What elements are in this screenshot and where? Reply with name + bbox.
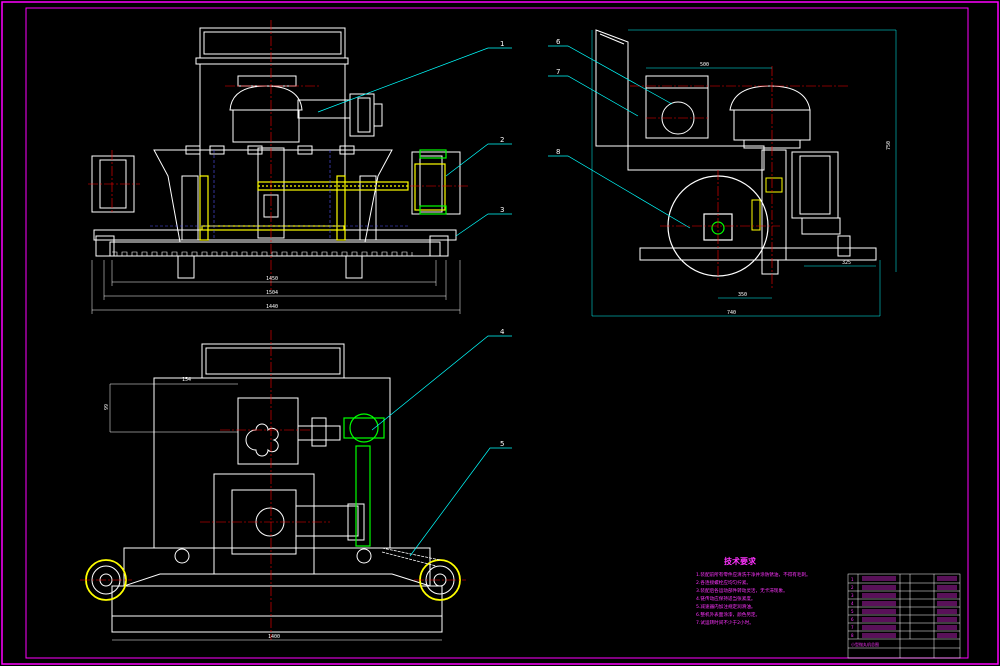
note-line-3: 3.装配后各运动部件转动灵活，无卡滞现象。 [696, 587, 788, 594]
plan-center-lines [80, 330, 466, 640]
note-line-2: 2.各连接螺栓应均匀拧紧。 [696, 579, 751, 586]
dim-plan-side: 99 [104, 404, 110, 410]
callout-7: 7 [556, 68, 560, 76]
dim-plan-top: 154 [182, 377, 191, 383]
dim-side-total: 740 [727, 310, 736, 316]
tb-row-5: 5 [851, 609, 854, 614]
callout-4: 4 [500, 328, 505, 336]
title-block-fills [862, 576, 957, 638]
callout-1: 1 [500, 40, 504, 48]
side-gear [751, 177, 783, 231]
plan-coupling [343, 413, 385, 547]
tb-row-2: 2 [851, 585, 854, 590]
front-dimensions [91, 260, 461, 314]
dim-side-base: 325 [842, 260, 851, 266]
front-view [91, 27, 461, 279]
tb-row-3: 3 [851, 593, 854, 598]
callout-8: 8 [556, 148, 560, 156]
inner-border [25, 7, 969, 659]
callout-6: 6 [556, 38, 561, 46]
tb-row-6: 6 [851, 617, 854, 622]
dim-plan-bottom: 1400 [268, 634, 280, 640]
plan-view [111, 343, 443, 633]
dim-front-mid: 1504 [266, 290, 278, 296]
dim-side-top: 500 [700, 62, 709, 68]
note-line-6: 6.整机外表面涂漆，颜色另定。 [696, 611, 760, 618]
side-view [595, 29, 877, 275]
callout-2: 2 [500, 136, 504, 144]
dim-front-total: 1440 [266, 304, 278, 310]
front-gear-chain [199, 163, 446, 241]
note-line-1: 1.装配前所有零件应清洗干净并涂防锈油，不得有毛刺。 [696, 571, 811, 578]
callout-5: 5 [500, 440, 504, 448]
tb-row-8: 8 [851, 633, 854, 638]
notes-title: 技术要求 [724, 556, 757, 566]
front-center-lines [88, 20, 468, 290]
title-block [847, 573, 961, 659]
front-belt-teeth [112, 251, 413, 257]
callout-3: 3 [500, 206, 504, 214]
note-line-4: 4.链传动应保持适当张紧度。 [696, 595, 756, 602]
tb-drawing-name: 小型抛丸机总图 [851, 641, 879, 647]
plan-sprocket-left-inner [91, 423, 455, 595]
side-dimensions [591, 29, 897, 317]
dim-front-inner: 1450 [266, 276, 278, 282]
plan-dimensions [109, 383, 442, 641]
tb-row-1: 1 [851, 577, 854, 582]
tb-row-7: 7 [851, 625, 854, 630]
front-coupling [419, 149, 447, 215]
tb-row-4: 4 [851, 601, 854, 606]
dim-side-height: 750 [886, 141, 892, 150]
side-center-lines [630, 66, 850, 290]
front-hidden-lines [150, 150, 410, 240]
note-line-5: 5.减速器内加注规定润滑油。 [696, 603, 756, 610]
plan-chain [381, 547, 441, 567]
leader-lines [317, 45, 691, 557]
note-line-7: 7.试运转时间不少于2小时。 [696, 619, 754, 626]
dim-side-small: 350 [738, 292, 747, 298]
